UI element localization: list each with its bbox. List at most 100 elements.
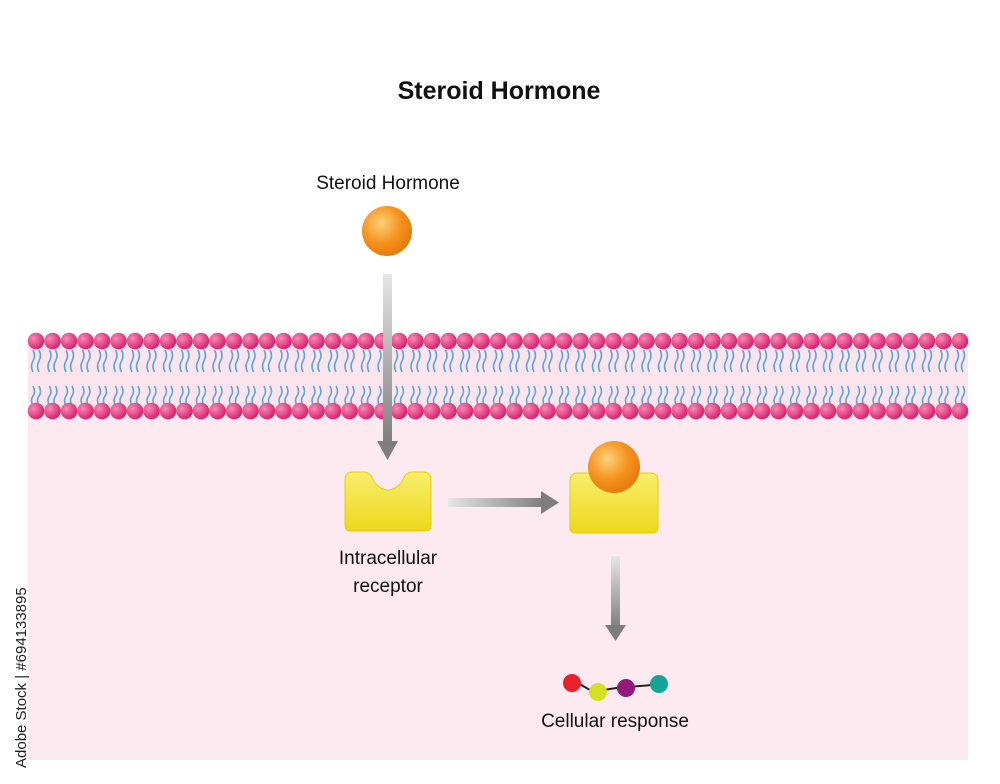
phospholipid-head <box>555 332 573 350</box>
lipid-tail <box>756 385 762 407</box>
lipid-tail <box>168 385 174 407</box>
phospholipid-head <box>539 332 556 350</box>
phospholipid-head <box>621 332 639 350</box>
lipid-tail <box>888 385 894 407</box>
lipid-tail <box>806 349 811 373</box>
lipid-tail <box>911 385 916 407</box>
lipid-tail <box>696 349 702 373</box>
lipid-tail <box>630 385 636 407</box>
lipid-tail <box>839 349 844 373</box>
lipid-tail <box>911 349 916 373</box>
response-bead-teal <box>650 675 668 693</box>
phospholipid-head <box>489 332 507 350</box>
phospholipid-head <box>77 402 94 420</box>
lipid-tail <box>828 385 834 407</box>
lipid-tail <box>261 349 267 373</box>
phospholipid-head <box>423 332 441 350</box>
lipid-tail <box>96 385 102 407</box>
phospholipid-head <box>308 332 325 350</box>
membrane-interior <box>28 345 968 409</box>
lipid-tail <box>333 385 339 407</box>
lipid-tail <box>492 349 498 373</box>
lipid-tail <box>845 349 850 373</box>
phospholipid-head <box>126 402 144 420</box>
phospholipid-head <box>44 332 61 350</box>
lipid-tail <box>53 349 58 373</box>
phospholipid-head <box>176 332 193 350</box>
lipid-tail <box>944 385 949 407</box>
lipid-tail <box>944 349 949 373</box>
lipid-tail <box>185 349 190 373</box>
lipid-tail <box>53 385 58 407</box>
phospholipid-head <box>423 402 441 420</box>
lipid-tail <box>861 349 867 373</box>
phospholipid-head <box>902 332 919 350</box>
lipid-tail <box>63 385 69 407</box>
lipid-tail <box>492 385 498 407</box>
lipid-tail <box>185 385 190 407</box>
lipid-tail <box>218 349 223 373</box>
lipid-tail <box>746 385 751 407</box>
phospholipid-head <box>143 402 160 420</box>
lipid-tail <box>300 385 306 407</box>
lipid-tail <box>63 349 69 373</box>
phospholipid-head <box>110 402 127 420</box>
phospholipid-head <box>308 402 325 420</box>
phospholipid-head <box>407 402 424 420</box>
phospholipid-head <box>209 402 226 420</box>
phospholipid-head <box>803 402 820 420</box>
phospholipid-head <box>440 332 457 350</box>
phospholipid-head <box>341 332 358 350</box>
lipid-tail <box>674 385 679 407</box>
lipid-tail <box>614 349 619 373</box>
phospholipid-head <box>671 402 688 420</box>
lipid-tail <box>740 385 745 407</box>
lipid-tail <box>327 385 333 407</box>
lipid-tail <box>459 385 465 407</box>
phospholipid-head <box>143 332 160 350</box>
phospholipid-head <box>44 402 61 420</box>
lipid-tail <box>564 385 570 407</box>
phospholipid-head <box>951 332 969 350</box>
phospholipid-head <box>275 402 292 420</box>
lipid-tail <box>927 385 933 407</box>
lipid-tail <box>789 349 795 373</box>
lipid-tail <box>762 385 768 407</box>
lipid-tail <box>69 385 75 407</box>
bound-hormone-molecule <box>588 441 640 493</box>
lipid-tail <box>228 385 234 407</box>
phospholipid-head <box>737 332 754 350</box>
lipid-tail <box>872 385 877 407</box>
phospholipid-head <box>473 402 490 420</box>
lipid-tail <box>482 385 487 407</box>
phospholipid-head <box>671 332 688 350</box>
lipid-tail <box>723 349 729 373</box>
lipid-tail <box>921 385 927 407</box>
lipid-tail <box>828 349 834 373</box>
lipid-tail <box>311 385 316 407</box>
lipid-tail <box>416 349 421 373</box>
phospholipid-head <box>935 402 952 420</box>
lipid-tail <box>839 385 844 407</box>
lipid-tail <box>432 385 438 407</box>
lipid-tail <box>135 349 141 373</box>
lipid-tail <box>525 385 531 407</box>
phospholipid-head <box>786 402 804 420</box>
phospholipid-head <box>60 332 78 350</box>
response-bead-red <box>563 674 581 692</box>
lipid-tail <box>806 385 811 407</box>
phospholipid-head <box>836 332 853 350</box>
lipid-tail <box>350 349 355 373</box>
lipid-tail <box>713 385 718 407</box>
lipid-tail <box>713 349 718 373</box>
lipid-tail <box>509 385 514 407</box>
phospholipid-head <box>588 402 606 420</box>
lipid-tail <box>680 349 685 373</box>
lipid-tail <box>575 349 580 373</box>
lipid-tail <box>905 349 910 373</box>
lipid-tail <box>465 385 471 407</box>
lipid-tail <box>195 385 201 407</box>
lipid-tail <box>179 349 184 373</box>
phospholipid-head <box>390 402 408 420</box>
phospholipid-head <box>654 332 672 350</box>
